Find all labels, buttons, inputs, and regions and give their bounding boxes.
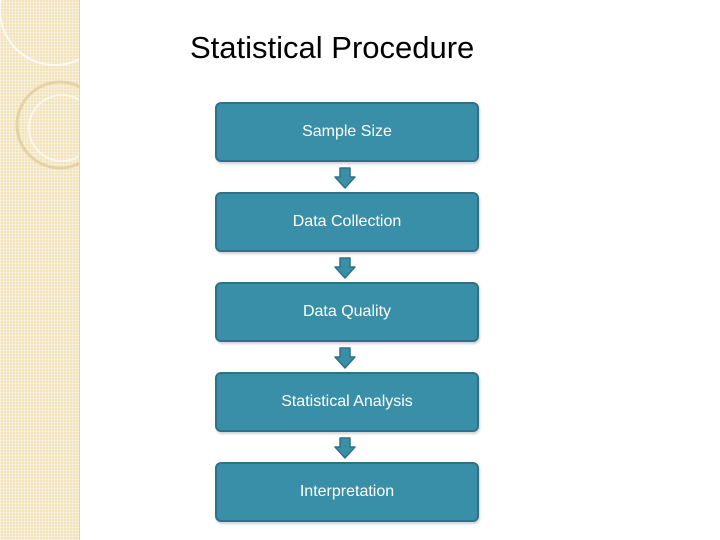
decorative-circles-icon	[0, 0, 79, 170]
down-arrow-icon	[334, 257, 356, 279]
down-arrow-icon	[334, 437, 356, 459]
step-data-collection: Data Collection	[215, 192, 479, 252]
step-sample-size: Sample Size	[215, 102, 479, 162]
step-interpretation: Interpretation	[215, 462, 479, 522]
down-arrow-icon	[334, 167, 356, 189]
page-title: Statistical Procedure	[190, 30, 475, 65]
step-statistical-analysis: Statistical Analysis	[215, 372, 479, 432]
down-arrow-icon	[334, 347, 356, 369]
decorative-side-strip	[0, 0, 80, 540]
step-data-quality: Data Quality	[215, 282, 479, 342]
